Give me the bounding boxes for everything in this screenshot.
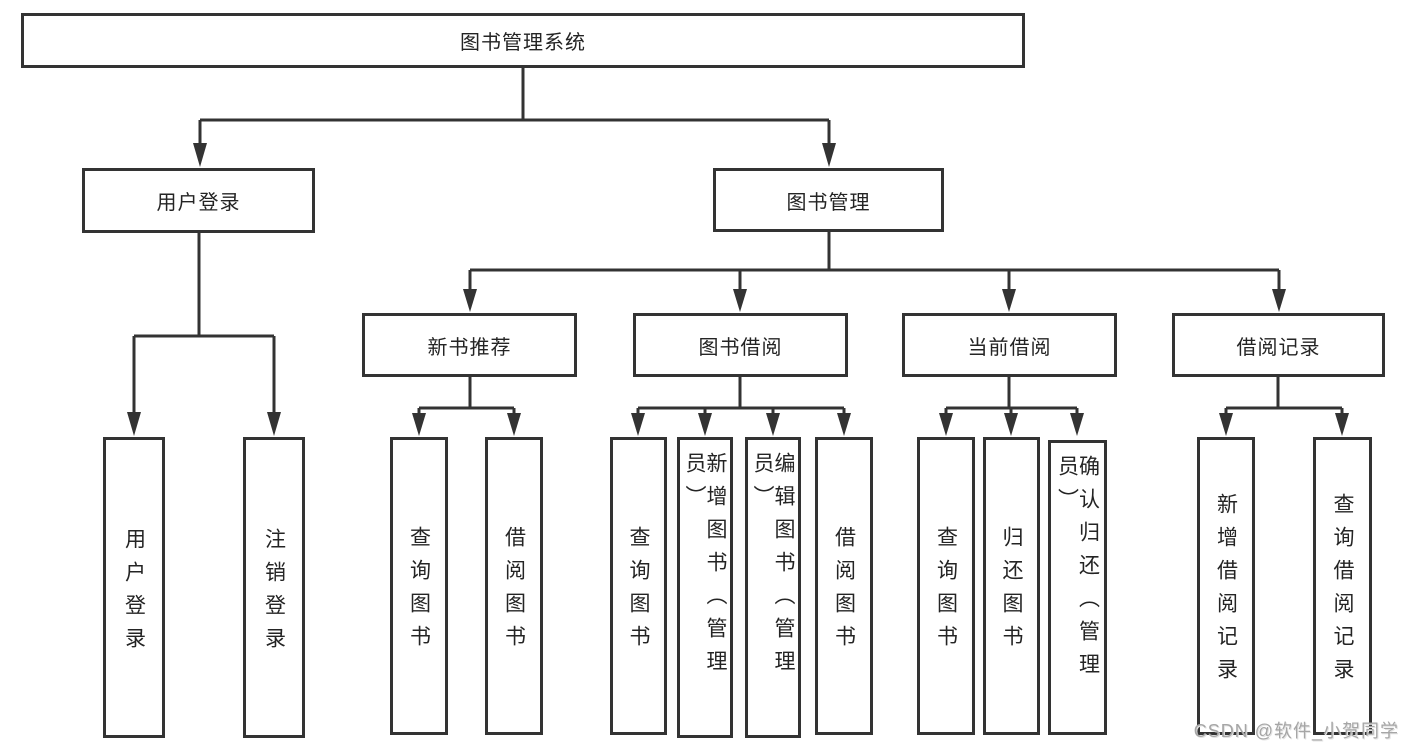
node-new-book-recommend-label: 新书推荐 <box>427 336 512 359</box>
arrowhead-cb-return <box>1004 413 1018 436</box>
leaf-bb-borrow-books: 借阅图书 <box>815 437 873 735</box>
connector-borrowrecords-to-leaves <box>1224 377 1344 416</box>
arrowhead-br-add <box>1219 413 1233 436</box>
leaf-nbr-query-books: 查询图书 <box>390 437 448 735</box>
connector-bookmgmt-to-level3 <box>468 232 1281 292</box>
node-book-management: 图书管理 <box>713 168 944 232</box>
arrowhead-borrow-records <box>1272 289 1286 312</box>
node-borrow-records-label: 借阅记录 <box>1236 336 1321 359</box>
node-current-borrow: 当前借阅 <box>902 313 1117 377</box>
arrowhead-bb-edit <box>766 413 780 436</box>
leaf-cb-return-books: 归还图书 <box>983 437 1040 735</box>
csdn-watermark: CSDN @软件_小贺同学 <box>1193 721 1399 741</box>
leaf-br-add-record-label: 新增借阅记录 <box>1214 493 1238 691</box>
leaf-user-login-label: 用户登录 <box>122 527 146 660</box>
leaf-logout: 注销登录 <box>243 437 305 738</box>
leaf-cb-confirm-return-admin: 确认归还（管理员） <box>1048 440 1107 735</box>
leaf-bb-borrow-books-label: 借阅图书 <box>832 526 856 658</box>
node-book-borrow-label: 图书借阅 <box>698 336 783 359</box>
node-user-login-label: 用户登录 <box>156 192 241 214</box>
arrowhead-current-borrow <box>1002 289 1016 312</box>
leaf-bb-edit-books-admin-label: 编辑图书（管理员） <box>751 452 795 683</box>
connector-currentborrow-to-leaves <box>944 377 1079 416</box>
arrowhead-bb-borrow <box>837 413 851 436</box>
arrowhead-leaf-logout <box>267 412 281 436</box>
connector-bookborrow-to-leaves <box>636 377 846 416</box>
arrowhead-user-login <box>193 143 207 167</box>
leaf-bb-add-books-admin: 新增图书（管理员） <box>677 437 733 738</box>
node-book-borrow: 图书借阅 <box>633 313 848 377</box>
leaf-cb-return-books-label: 归还图书 <box>1000 526 1023 658</box>
arrowhead-bb-query <box>631 413 645 436</box>
leaf-bb-query-books-label: 查询图书 <box>627 526 650 658</box>
leaf-br-add-record: 新增借阅记录 <box>1197 437 1255 735</box>
arrowhead-book-mgmt <box>822 143 836 167</box>
connector-newbookrec-to-leaves <box>417 377 516 416</box>
leaf-bb-add-books-admin-label: 新增图书（管理员） <box>683 452 727 683</box>
arrowhead-bb-add <box>698 413 712 436</box>
arrowhead-nbr-borrow <box>507 413 521 436</box>
arrowhead-br-query <box>1335 413 1349 436</box>
arrowhead-nbr-query <box>412 413 426 436</box>
leaf-bb-query-books: 查询图书 <box>610 437 667 735</box>
node-borrow-records: 借阅记录 <box>1172 313 1385 377</box>
leaf-bb-edit-books-admin: 编辑图书（管理员） <box>745 437 801 738</box>
leaf-cb-query-books-label: 查询图书 <box>934 526 958 658</box>
leaf-nbr-borrow-books: 借阅图书 <box>485 437 543 735</box>
connector-userlogin-to-leaves <box>132 233 276 414</box>
arrowhead-book-borrow <box>733 289 747 312</box>
node-root-system: 图书管理系统 <box>21 13 1025 68</box>
node-current-borrow-label: 当前借阅 <box>967 336 1052 359</box>
arrowhead-cb-confirm <box>1070 413 1084 436</box>
leaf-user-login: 用户登录 <box>103 437 165 738</box>
arrowhead-new-book-rec <box>463 289 477 312</box>
arrowhead-cb-query <box>939 413 953 436</box>
node-new-book-recommend: 新书推荐 <box>362 313 577 377</box>
leaf-nbr-borrow-books-label: 借阅图书 <box>502 526 526 658</box>
leaf-br-query-record: 查询借阅记录 <box>1313 437 1372 735</box>
leaf-cb-confirm-return-admin-label: 确认归还（管理员） <box>1055 455 1100 686</box>
node-root-system-label: 图书管理系统 <box>460 32 586 54</box>
leaf-cb-query-books: 查询图书 <box>917 437 975 735</box>
node-book-management-label: 图书管理 <box>786 191 871 214</box>
leaf-logout-label: 注销登录 <box>262 527 286 660</box>
connector-root-to-level2 <box>198 68 831 148</box>
arrowhead-leaf-user-login <box>127 412 141 436</box>
leaf-br-query-record-label: 查询借阅记录 <box>1331 493 1354 691</box>
leaf-nbr-query-books-label: 查询图书 <box>407 526 431 658</box>
node-user-login: 用户登录 <box>82 168 315 233</box>
